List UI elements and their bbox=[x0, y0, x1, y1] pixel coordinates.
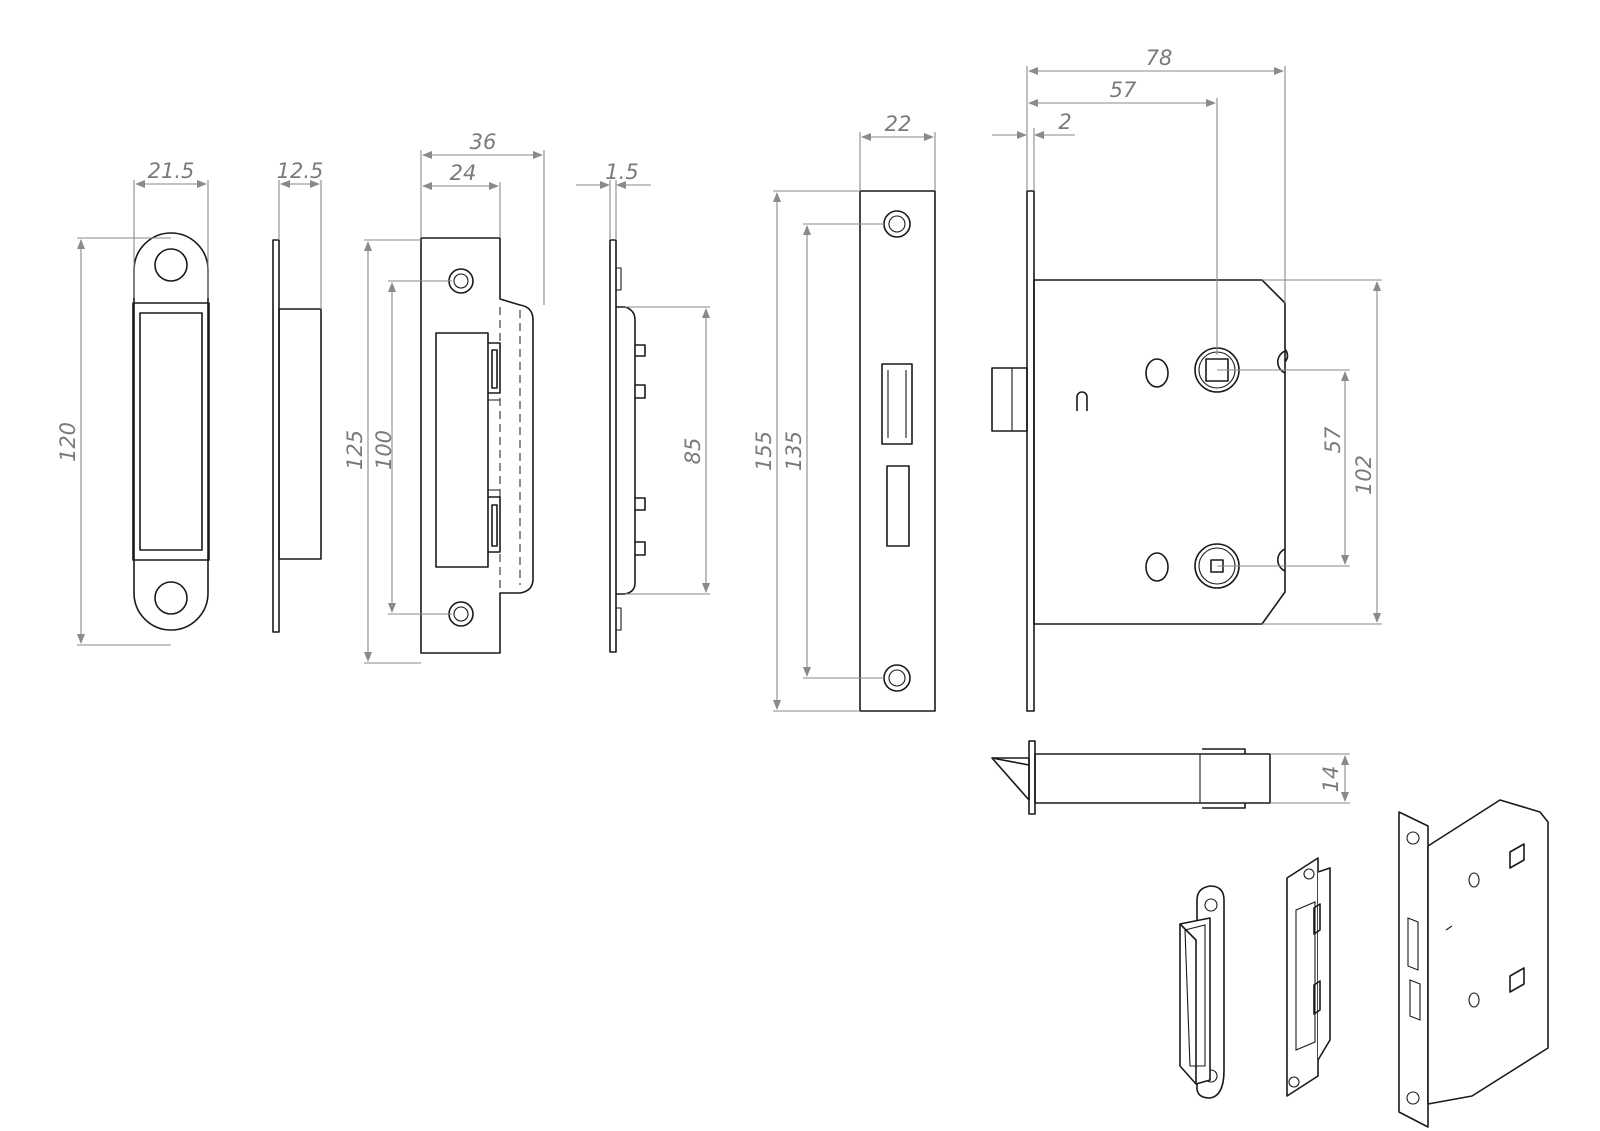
dim-keep-total-width: 36 bbox=[470, 130, 497, 154]
lock-case-side-view bbox=[991, 190, 1289, 712]
isometric-strike-plate bbox=[1179, 885, 1225, 1099]
dim-case-thickness: 14 bbox=[1319, 766, 1343, 793]
flat-keep-front-view bbox=[420, 237, 534, 654]
dimension-labels: 21.5 120 12.5 36 24 125 100 1.5 85 22 15… bbox=[56, 46, 1376, 792]
dim-keep-hole-centers: 100 bbox=[372, 430, 396, 470]
dim-strike-depth: 12.5 bbox=[277, 159, 324, 183]
isometric-flat-keep bbox=[1286, 857, 1331, 1097]
dim-keep-height: 125 bbox=[343, 430, 367, 470]
dim-forend-height: 155 bbox=[752, 431, 776, 471]
latch-top-view bbox=[991, 740, 1271, 815]
dim-forend-width: 22 bbox=[885, 112, 912, 136]
dim-strike-height: 120 bbox=[56, 422, 80, 462]
dim-strike-width: 21.5 bbox=[148, 159, 195, 183]
dim-keep-face-width: 24 bbox=[450, 161, 477, 185]
dim-keep-plate-thickness: 1.5 bbox=[605, 160, 638, 184]
forend-front-view bbox=[859, 190, 936, 712]
dim-forend-thickness: 2 bbox=[1058, 110, 1071, 134]
dim-spindle-centers: 57 bbox=[1321, 426, 1345, 453]
flat-keep-side-view bbox=[609, 239, 646, 653]
dim-backset: 57 bbox=[1110, 78, 1137, 102]
dim-keep-box-height: 85 bbox=[681, 438, 705, 465]
strike-plate-side-view bbox=[272, 239, 322, 633]
dim-forend-hole-centers: 135 bbox=[782, 431, 806, 471]
dimension-lines bbox=[77, 66, 1382, 804]
dim-case-overall-depth: 78 bbox=[1146, 46, 1173, 70]
isometric-mortice-lock bbox=[1398, 799, 1549, 1128]
dim-case-height: 102 bbox=[1352, 455, 1376, 495]
strike-plate-front-view bbox=[132, 232, 210, 631]
